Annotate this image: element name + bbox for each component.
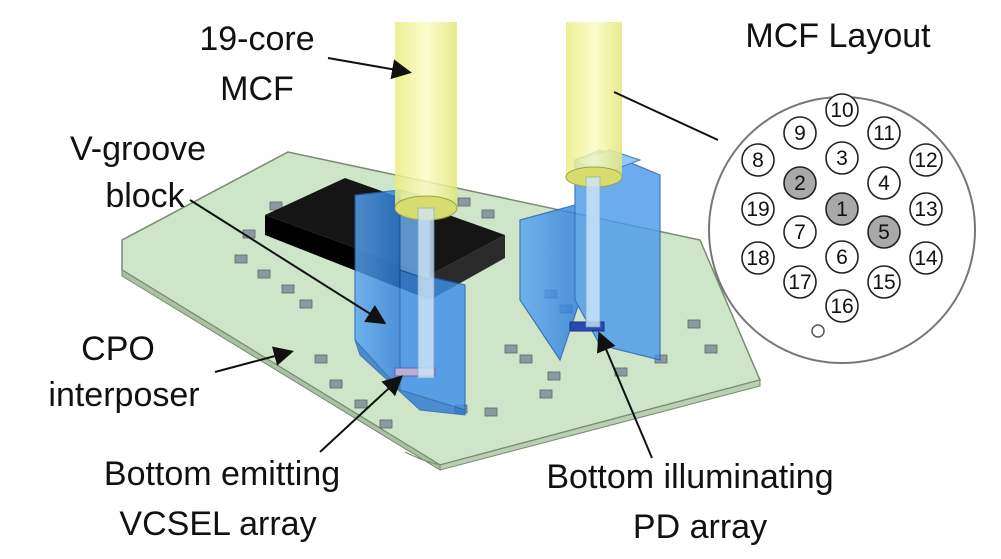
leader-layout	[613, 91, 719, 141]
core-circle-3	[825, 141, 859, 175]
mcf-fiber-right	[565, 22, 623, 328]
core-circle-1	[825, 192, 859, 226]
core-label-8: 8	[752, 149, 764, 172]
core-label-13: 13	[914, 198, 937, 221]
label-vcsel-line1: Bottom emitting	[104, 455, 340, 493]
core-label-1: 1	[836, 198, 848, 221]
core-circle-9	[783, 116, 817, 150]
mcf-fiber-left	[394, 22, 458, 379]
leader-interposer	[214, 346, 294, 373]
label-pd-line1: Bottom illuminating	[546, 458, 833, 496]
core-label-11: 11	[873, 122, 895, 145]
core-label-4: 4	[878, 172, 890, 195]
core-circle-4	[867, 166, 901, 200]
core-circle-19	[741, 192, 775, 226]
core-circle-12	[909, 143, 943, 177]
vcsel-array	[394, 367, 436, 377]
core-label-5: 5	[878, 221, 890, 244]
core-label-9: 9	[794, 122, 806, 145]
marker-core	[811, 324, 825, 338]
label-pd-line2: PD array	[633, 508, 767, 546]
core-label-6: 6	[836, 246, 848, 269]
leader-fiber	[327, 57, 412, 80]
core-circle-17	[783, 265, 817, 299]
core-circle-13	[909, 192, 943, 226]
core-circle-2	[783, 166, 817, 200]
core-label-2: 2	[794, 172, 806, 195]
core-circle-15	[867, 265, 901, 299]
leader-vgroove	[189, 199, 387, 325]
label-vgroove-line2: block	[105, 177, 185, 215]
core-label-17: 17	[788, 271, 811, 294]
core-label-3: 3	[836, 147, 848, 170]
core-label-14: 14	[914, 247, 938, 270]
label-fiber-line1: 19-core	[199, 20, 314, 58]
core-circle-6	[825, 240, 859, 274]
core-label-19: 19	[746, 198, 769, 221]
core-circle-7	[783, 215, 817, 249]
core-circle-14	[909, 241, 943, 275]
label-vcsel-line2: VCSEL array	[119, 505, 316, 543]
core-circle-10	[825, 93, 859, 127]
core-circle-11	[867, 116, 901, 150]
core-label-16: 16	[830, 295, 853, 318]
leader-pd	[597, 331, 653, 459]
core-circle-5	[867, 215, 901, 249]
core-circle-16	[825, 289, 859, 323]
core-label-18: 18	[746, 247, 769, 270]
label-vgroove-line1: V-groove	[70, 130, 206, 168]
core-label-10: 10	[830, 99, 853, 122]
label-interposer-line1: CPO	[81, 330, 155, 368]
core-circle-8	[741, 143, 775, 177]
core-label-7: 7	[794, 221, 806, 244]
core-label-15: 15	[872, 271, 895, 294]
core-circle-18	[741, 241, 775, 275]
label-layout-title: MCF Layout	[745, 17, 931, 55]
leader-lines	[189, 57, 719, 459]
core-label-12: 12	[914, 149, 937, 172]
leader-vcsel	[319, 375, 403, 453]
label-interposer-line2: interposer	[48, 376, 199, 414]
label-fiber-line2: MCF	[220, 70, 294, 108]
